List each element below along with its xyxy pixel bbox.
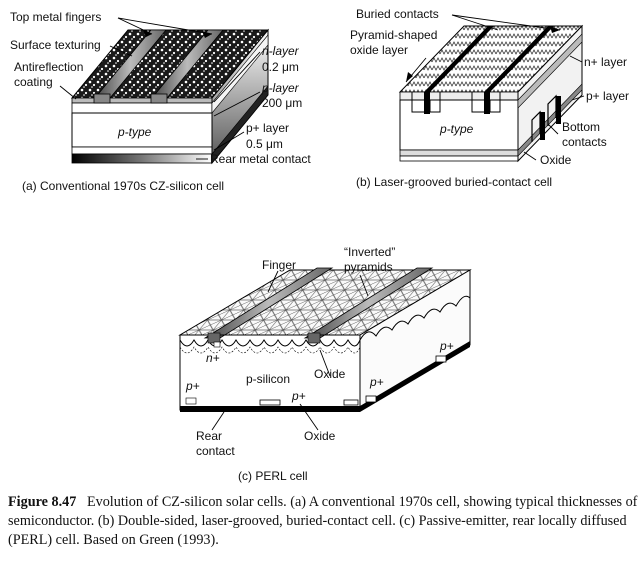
label-n-layer-thickness: 0.2 μm <box>262 60 299 74</box>
label-p-plus-layer: p+ layer <box>246 121 289 135</box>
finger-bars <box>203 267 434 339</box>
rear-contact-front <box>71 153 213 164</box>
label-p-silicon: p-silicon <box>246 372 290 386</box>
n-layer-front <box>71 102 213 114</box>
label-bottom-contacts-1: Bottom <box>562 120 600 134</box>
label-n-plus-layer: n+ layer <box>584 55 627 69</box>
label-inverted-2: pyramids <box>344 260 393 274</box>
label-antireflection-2: coating <box>14 75 53 89</box>
label-bottom-contacts-2: contacts <box>562 135 607 149</box>
label-buried-contacts: Buried contacts <box>356 7 439 21</box>
label-oxide-mid: Oxide <box>314 367 346 381</box>
label-p-plus-thickness: 0.5 μm <box>246 137 283 151</box>
label-oxide-b: Oxide <box>540 153 572 167</box>
p-plus-front <box>71 146 213 155</box>
label-p-layer: p-layer <box>261 81 300 95</box>
label-p-plus-mid: p+ <box>291 389 306 403</box>
label-p-type-a: p-type <box>117 125 152 139</box>
caption-panel-a: (a) Conventional 1970s CZ-silicon cell <box>22 179 224 193</box>
top-metal-fingers <box>94 29 224 99</box>
label-top-metal-fingers: Top metal fingers <box>10 10 101 24</box>
label-pyramid-oxide-2: oxide layer <box>350 43 408 57</box>
label-rear-metal-contact: Rear metal contact <box>210 152 311 166</box>
label-p-plus-right: p+ <box>369 375 384 389</box>
label-p-type-b: p-type <box>439 122 474 136</box>
label-p-plus-left: p+ <box>185 379 200 393</box>
panel-b: Buried contacts Pyramid-shaped oxide lay… <box>350 7 629 189</box>
label-finger: Finger <box>262 258 296 272</box>
label-inverted-1: “Inverted” <box>344 245 395 259</box>
panel-a: Top metal fingers Surface texturing Anti… <box>10 10 311 193</box>
front-wavy-edge <box>179 339 361 347</box>
label-rear-contact-1: Rear <box>196 429 222 443</box>
buried-contacts <box>424 26 554 92</box>
p-type-front-b <box>399 99 519 151</box>
figure-diagram: Top metal fingers Surface texturing Anti… <box>10 7 629 483</box>
caption-panel-c: (c) PERL cell <box>238 469 308 483</box>
label-surface-texturing: Surface texturing <box>10 38 101 52</box>
label-p-layer-thickness: 200 μm <box>262 96 302 110</box>
label-pyramid-oxide-1: Pyramid-shaped <box>350 28 437 42</box>
label-n-layer: n-layer <box>262 44 300 58</box>
label-p-plus-layer-b: p+ layer <box>586 89 629 103</box>
label-p-plus-top-right: p+ <box>439 339 454 353</box>
panel-c: Finger “Inverted” pyramids n+ p+ p-silic… <box>178 245 472 483</box>
label-antireflection-1: Antireflection <box>14 60 83 74</box>
antireflection-layer <box>71 97 213 104</box>
figure-number: Figure 8.47 <box>8 494 77 510</box>
rear-contact-c <box>180 406 360 412</box>
label-n-plus-c: n+ <box>206 351 220 365</box>
label-oxide-bottom: Oxide <box>304 429 336 443</box>
figure-caption-text: Evolution of CZ-silicon solar cells. (a)… <box>8 494 638 548</box>
caption-panel-b: (b) Laser-grooved buried-contact cell <box>356 175 552 189</box>
label-rear-contact-2: contact <box>196 444 235 458</box>
side-face-b <box>517 24 583 163</box>
figure-caption: Figure 8.47 Evolution of CZ-silicon sola… <box>8 493 638 550</box>
